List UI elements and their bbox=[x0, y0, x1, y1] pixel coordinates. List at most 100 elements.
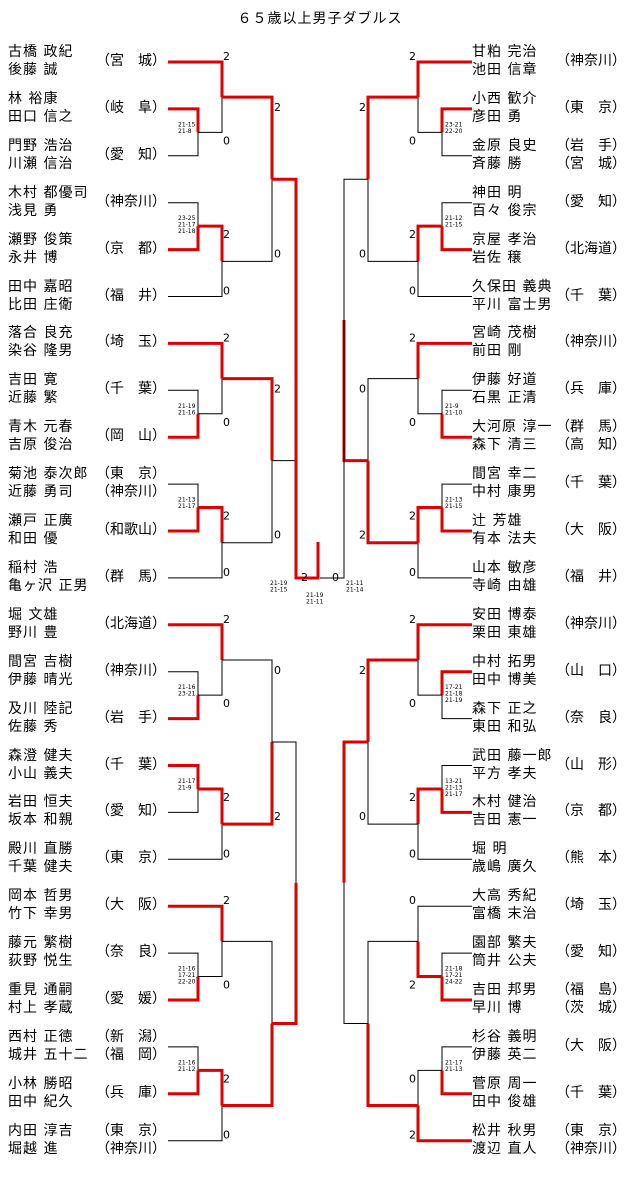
bracket-line bbox=[168, 132, 199, 157]
bracket-line bbox=[440, 976, 472, 1002]
player-name: 野川 豊 bbox=[8, 624, 59, 641]
bracket-line bbox=[440, 670, 472, 696]
player-name: 比田 庄衛 bbox=[8, 296, 74, 313]
player-name: 平方 孝夫 bbox=[472, 765, 538, 782]
bracket-line bbox=[440, 507, 472, 533]
entry-pair: 木村 健治吉田 憲一（京 都） bbox=[0, 794, 640, 830]
bracket-line bbox=[342, 740, 368, 883]
game-count: 2 bbox=[359, 101, 366, 114]
player-name: 松井 秋男 bbox=[472, 1122, 538, 1139]
game-count: 2 bbox=[359, 664, 366, 677]
player-name: 岩佐 穣 bbox=[472, 249, 523, 266]
game-count: 2 bbox=[409, 979, 416, 992]
entry-pair: 辻 芳雄有本 法夫（大 阪） bbox=[0, 513, 640, 549]
player-name: 重見 通嗣 bbox=[8, 982, 74, 998]
bracket-line bbox=[416, 787, 442, 825]
player-name: 西村 正徳 bbox=[8, 1028, 74, 1045]
game-count: 0 bbox=[359, 383, 366, 396]
bracket-line bbox=[272, 882, 298, 1025]
entry-pair: 甘粕 完治池田 信章（神奈川） bbox=[0, 44, 640, 80]
bracket-line bbox=[416, 60, 472, 98]
player-name: 田中 紀久 bbox=[8, 1093, 74, 1110]
player-name: 木村 健治 bbox=[472, 794, 538, 811]
bracket-line bbox=[416, 623, 472, 660]
set-score: 21-10 bbox=[445, 409, 463, 416]
set-score: 22-20 bbox=[445, 128, 463, 135]
bracket-line bbox=[222, 940, 273, 1024]
entry-pair: 重見 通嗣村上 孝蔵（愛 媛） bbox=[0, 982, 640, 1018]
game-count: 0 bbox=[223, 416, 230, 429]
set-score: 21-9 bbox=[178, 784, 192, 791]
entry-pair: 神田 明百々 俊宗（愛 知） bbox=[0, 185, 640, 221]
player-name: 森下 清三 bbox=[472, 437, 538, 454]
prefecture-label: （埼 玉） bbox=[96, 334, 166, 351]
player-name: 京屋 孝治 bbox=[472, 231, 538, 248]
game-count: 2 bbox=[223, 50, 230, 63]
player-name: 及川 陸記 bbox=[8, 700, 74, 717]
player-name: 川瀬 信治 bbox=[8, 155, 74, 172]
player-name: 間宮 吉樹 bbox=[8, 653, 74, 670]
prefecture-label: （東 京） bbox=[96, 1122, 166, 1139]
player-name: 殿川 直勝 bbox=[8, 841, 74, 858]
prefecture-label: （新 潟） bbox=[96, 1028, 166, 1045]
player-name: 富橋 末治 bbox=[472, 906, 538, 923]
set-score: 21-16 bbox=[178, 966, 196, 973]
entry-pair: 大高 秀紀富橋 末治（埼 玉） bbox=[0, 888, 640, 924]
bracket-line bbox=[198, 941, 223, 978]
game-count: 0 bbox=[223, 847, 230, 860]
player-name: 堀 文雄 bbox=[8, 606, 59, 623]
bracket-line bbox=[441, 952, 472, 977]
prefecture-label: （福 島） bbox=[556, 982, 626, 998]
prefecture-label: （福 井） bbox=[556, 568, 626, 585]
entry-pair: 森澄 健夫小山 義夫（千 葉） bbox=[0, 748, 640, 784]
game-count: 0 bbox=[409, 566, 416, 579]
bracket-line bbox=[272, 741, 297, 883]
set-score: 22-20 bbox=[178, 979, 196, 986]
set-score: 21-11 bbox=[306, 599, 324, 606]
prefecture-label: （岩 手） bbox=[556, 137, 626, 154]
bracket-line bbox=[343, 882, 368, 1024]
entry-pair: 堀 文雄野川 豊（北海道） bbox=[0, 607, 640, 643]
player-name: 田中 博美 bbox=[472, 671, 538, 688]
bracket-line bbox=[198, 224, 224, 262]
player-name: 坂本 和親 bbox=[8, 812, 74, 829]
player-name: 間宮 幸二 bbox=[472, 466, 538, 483]
bracket-line bbox=[222, 1023, 274, 1108]
entry-pair: 内田 淳吉堀越 進（東 京）（神奈川） bbox=[0, 1123, 640, 1159]
bracket-line bbox=[168, 226, 200, 252]
bracket-line bbox=[198, 378, 223, 415]
bracket-line bbox=[417, 1069, 442, 1106]
entry-pair: 青木 元春吉原 俊治（岡 山） bbox=[0, 419, 640, 455]
bracket-line bbox=[198, 506, 224, 543]
game-count: 2 bbox=[409, 228, 416, 241]
player-name: 中村 康男 bbox=[472, 484, 538, 501]
player-name: 小山 義夫 bbox=[8, 765, 74, 782]
bracket-line bbox=[417, 97, 442, 133]
player-name: 菊池 泰次郎 bbox=[8, 466, 89, 483]
bracket-line bbox=[168, 904, 224, 942]
player-name: 歳嶋 廣久 bbox=[472, 859, 538, 876]
prefecture-label: （東 京） bbox=[96, 850, 166, 867]
prefecture-label: （愛 知） bbox=[96, 803, 166, 820]
prefecture-label: （和歌山） bbox=[96, 522, 166, 538]
prefecture-label: （福 井） bbox=[96, 287, 166, 304]
player-name: 田口 信之 bbox=[8, 108, 74, 125]
game-count: 2 bbox=[409, 50, 416, 63]
player-name: 有本 法夫 bbox=[472, 531, 538, 547]
set-score: 21-12 bbox=[178, 1066, 196, 1073]
bracket-line bbox=[343, 178, 368, 320]
entry-pair: 吉田 邦男早川 博（福 島）（茨 城） bbox=[0, 982, 640, 1018]
bracket-line bbox=[168, 261, 223, 297]
player-name: 伊藤 好道 bbox=[472, 372, 538, 389]
entry-pair: 及川 陸記佐藤 秀（岩 手） bbox=[0, 701, 640, 737]
player-name: 門野 浩治 bbox=[8, 137, 74, 154]
bracket-line bbox=[416, 341, 472, 379]
player-name: 山本 敏彦 bbox=[472, 559, 538, 576]
game-count: 0 bbox=[409, 894, 416, 907]
prefecture-label: （愛 媛） bbox=[96, 991, 166, 1007]
player-name: 和田 優 bbox=[8, 531, 59, 547]
player-name: 近藤 勇司 bbox=[8, 484, 74, 501]
bracket-line bbox=[168, 952, 199, 977]
bracket-line bbox=[198, 1068, 224, 1106]
game-count: 2 bbox=[409, 331, 416, 344]
